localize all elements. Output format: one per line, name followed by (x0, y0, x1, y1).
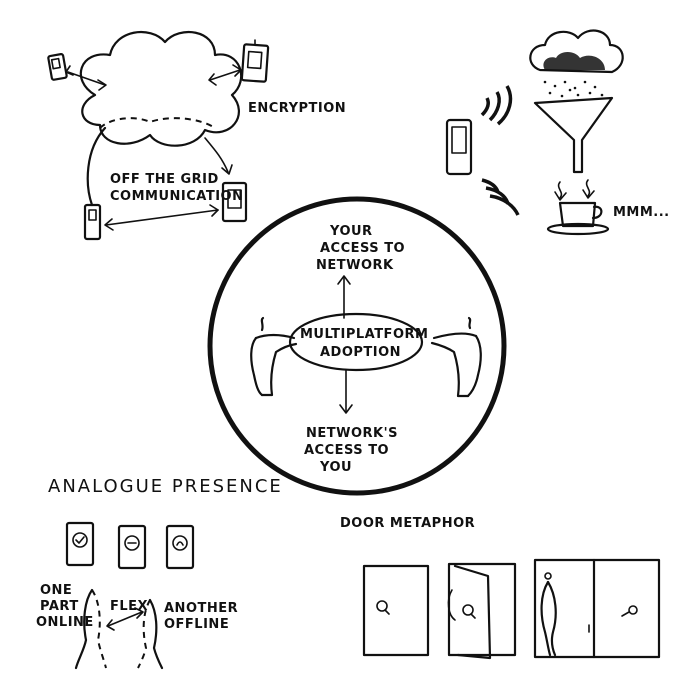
phone-icon (445, 118, 473, 176)
offline-label-line1: ANOTHER (164, 601, 238, 616)
person-icon (74, 588, 107, 670)
door-sign-icon (165, 524, 195, 570)
arrow-line (204, 137, 229, 173)
door-sign-icon (65, 521, 95, 567)
offgrid-label-line2: COMMUNICATION (110, 189, 243, 204)
online-label-line3: ONLINE (36, 615, 94, 630)
arrow-head (209, 204, 219, 217)
door-sign-icon (117, 524, 147, 570)
arrow-head (104, 218, 114, 231)
signal-icon (480, 97, 490, 117)
online-label-line1: ONE (40, 583, 72, 598)
arrow-head (221, 164, 233, 175)
arrow-head (337, 275, 351, 285)
steam-icon (585, 179, 591, 197)
arrow-line (107, 611, 143, 627)
door-title: DOOR METAPHOR (340, 516, 475, 531)
phone-icon (83, 203, 102, 241)
door-closed-icon (362, 564, 430, 657)
offgrid-curve (86, 126, 107, 207)
core-label-line1: MULTIPLATFORM (300, 327, 428, 342)
core-label-line2: ADOPTION (320, 345, 401, 360)
person-icon (430, 316, 482, 398)
cloud-inner-dashed (99, 117, 216, 129)
phone-icon (221, 181, 248, 223)
arrow-head (232, 64, 242, 77)
arrow-head (65, 65, 74, 76)
encryption-diagram: ENCRYPTION OFF THE GRID COMMUNICATION (47, 30, 346, 241)
storm-cloud-fill (543, 52, 605, 70)
coffee-cup-icon (558, 201, 597, 228)
outer-circle (207, 196, 507, 496)
arrow-head (554, 191, 567, 201)
online-label-line2: PART (40, 599, 79, 614)
top-label-line1: YOUR (329, 224, 373, 239)
storm-cloud-icon (529, 29, 624, 74)
bottom-label-line1: NETWORK'S (306, 426, 398, 441)
top-label-line3: NETWORK (316, 258, 394, 273)
door-ajar-icon (447, 562, 517, 660)
arrow-line (105, 209, 219, 226)
steam-icon (557, 181, 563, 199)
rain-icon (543, 80, 604, 98)
signal-icon (489, 194, 520, 216)
cup-handle (591, 205, 603, 220)
arrow-head (339, 404, 353, 414)
core-ellipse (288, 312, 424, 372)
offgrid-label-line1: OFF THE GRID (110, 172, 219, 187)
funnel-icon (533, 96, 614, 174)
offline-label-line2: OFFLINE (164, 617, 229, 632)
arrow-head (582, 189, 595, 199)
arrow-line (209, 69, 241, 81)
arrow-line (67, 71, 106, 86)
arrow-head (97, 79, 107, 91)
arrow-head (106, 619, 115, 631)
top-label-line2: ACCESS TO (320, 241, 405, 256)
phone-icon (47, 53, 68, 81)
signal-icon (488, 91, 501, 122)
encryption-label: ENCRYPTION (248, 101, 346, 116)
bottom-label-line2: ACCESS TO (304, 443, 389, 458)
person-icon (137, 598, 164, 670)
arrow-head (134, 607, 144, 619)
bottom-label-line3: YOU (319, 460, 352, 475)
phone-icon (240, 39, 270, 83)
funnel-diagram: MMM... (445, 29, 670, 236)
arrow-head (208, 73, 217, 86)
cloud-shape (79, 30, 243, 147)
door-open-icon (533, 558, 661, 659)
center-diagram: YOUR ACCESS TO NETWORK MULTIPLATFORM ADO… (207, 196, 507, 496)
person-icon (250, 316, 298, 397)
saucer (546, 222, 610, 236)
signal-icon (496, 85, 513, 126)
door-metaphor-diagram: DOOR METAPHOR (340, 516, 661, 660)
mmm-label: MMM... (613, 205, 670, 220)
analogue-title: ANALOGUE PRESENCE (48, 476, 283, 497)
analogue-diagram: ANALOGUE PRESENCE ONE PART ONLINE FLEX (36, 476, 283, 670)
